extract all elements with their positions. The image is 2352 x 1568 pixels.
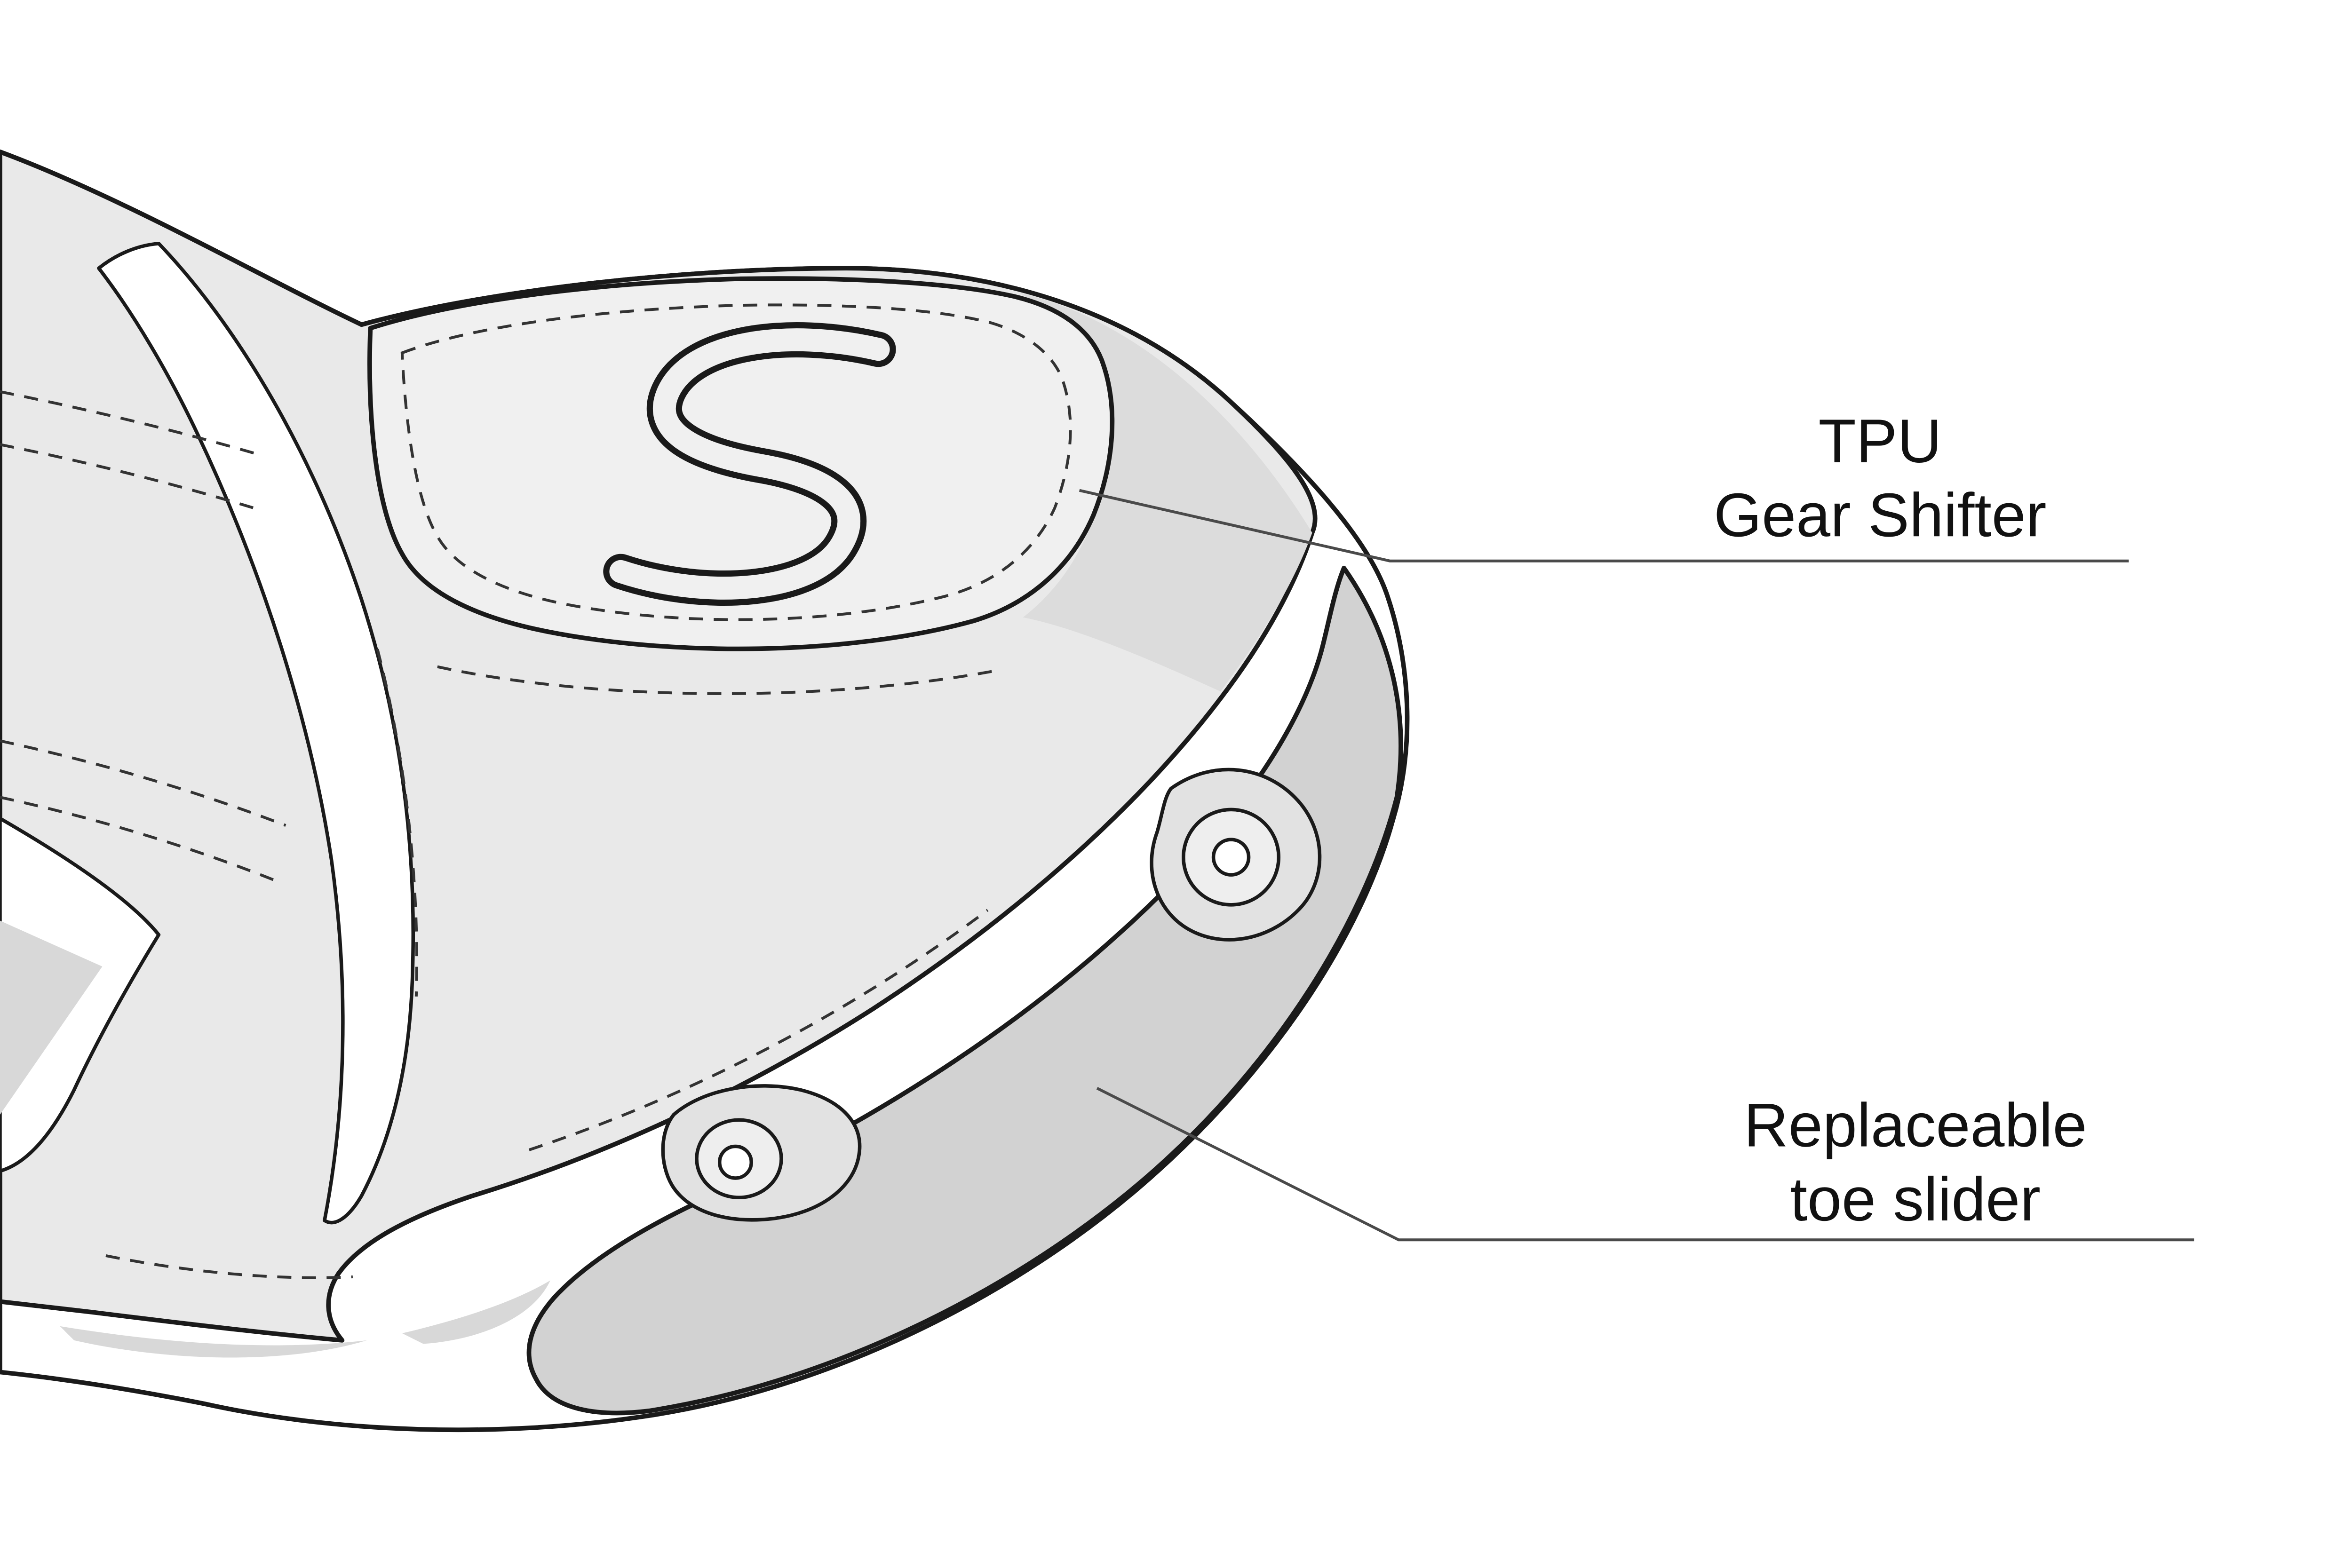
label-gear-shifter-line1: TPU	[1819, 406, 1942, 475]
toe-cap-shading	[1019, 293, 1312, 692]
sole-sliver-2	[402, 1280, 550, 1344]
gear-pad-logo-fill	[609, 328, 890, 600]
slider-bolt-bottom	[661, 1084, 862, 1222]
callout-gear-shifter: TPU Gear Shifter	[1079, 406, 2129, 562]
slider-bolt-top	[1150, 768, 1322, 942]
stitch-below-pad	[437, 665, 999, 695]
stitch-heel	[105, 1254, 353, 1279]
leader-line-toe-slider	[1096, 1087, 2194, 1242]
stitch-lower-edge	[528, 909, 989, 1151]
stitch-mid-left-1	[0, 739, 286, 827]
callout-toe-slider: Replaceable toe slider	[1096, 1087, 2194, 1242]
toe-slider-panel	[526, 565, 1403, 1416]
bolt-bottom-screw	[717, 1144, 753, 1180]
stitch-lines	[0, 390, 999, 1279]
label-toe-slider-line2: toe slider	[1790, 1164, 2041, 1234]
leader-line-gear-shifter	[1079, 489, 2129, 562]
label-gear-shifter-line2: Gear Shifter	[1714, 480, 2046, 549]
gear-shifter-pad	[367, 276, 1115, 651]
left-wedge-inset	[0, 920, 103, 1115]
bolt-top-screw	[1211, 838, 1251, 877]
shaft-stripe	[97, 242, 415, 1225]
gear-pad-stitching	[400, 303, 1072, 621]
stitch-stripe-edge	[376, 649, 418, 997]
stitch-mid-left-2	[0, 796, 279, 883]
stitch-upper-left-2	[0, 443, 254, 510]
stitch-upper-left-1	[0, 390, 262, 457]
sole-sliver-1	[60, 1326, 367, 1358]
label-toe-slider-line1: Replaceable	[1744, 1090, 2087, 1159]
